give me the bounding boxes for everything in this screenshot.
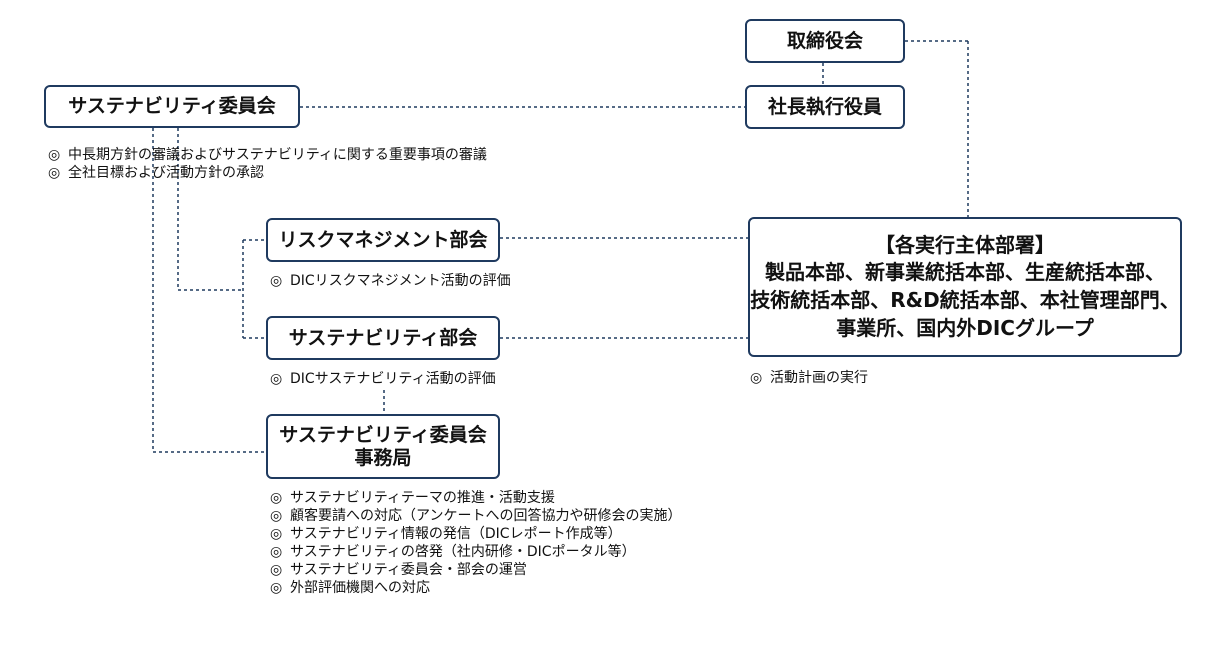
executing-departments-title: 【各実行主体部署】 <box>875 232 1055 257</box>
bullet-mark: ◎ <box>48 147 61 163</box>
executing-departments-line2: 技術統括本部、R&D統括本部、本社管理部門、 <box>750 288 1180 312</box>
note-item: ◎ 活動計画の実行 <box>750 369 868 387</box>
bullet-mark: ◎ <box>270 526 283 542</box>
bullet-mark: ◎ <box>270 580 283 596</box>
note-item: ◎ サステナビリティ情報の発信（DICレポート作成等） <box>270 525 681 543</box>
note-item: ◎ 全社目標および活動方針の承認 <box>48 164 487 182</box>
committee-notes: ◎ 中長期方針の審議およびサステナビリティに関する重要事項の審議 ◎ 全社目標および… <box>48 146 487 182</box>
bullet-mark: ◎ <box>270 273 283 289</box>
risk-management-subcommittee-label: リスクマネジメント部会 <box>278 228 488 251</box>
sustainability-committee-label: サステナビリティ委員会 <box>68 95 276 118</box>
risk-notes: ◎ DICリスクマネジメント活動の評価 <box>270 272 511 290</box>
president-box: 社長執行役員 <box>745 85 905 129</box>
note-text: 活動計画の実行 <box>770 370 868 386</box>
bullet-mark: ◎ <box>270 371 283 387</box>
bullet-mark: ◎ <box>270 544 283 560</box>
sustainability-committee-box: サステナビリティ委員会 <box>44 85 300 128</box>
note-item: ◎ 顧客要請への対応（アンケートへの回答協力や研修会の実施） <box>270 507 681 525</box>
bullet-mark: ◎ <box>270 562 283 578</box>
board-box: 取締役会 <box>745 19 905 63</box>
note-text: 全社目標および活動方針の承認 <box>68 165 264 181</box>
executing-departments-box: 【各実行主体部署】 製品本部、新事業統括本部、生産統括本部、 技術統括本部、R&… <box>748 217 1182 357</box>
sustainability-notes: ◎ DICサステナビリティ活動の評価 <box>270 370 496 388</box>
bullet-mark: ◎ <box>48 165 61 181</box>
note-item: ◎ サステナビリティの啓発（社内研修・DICポータル等） <box>270 543 681 561</box>
note-item: ◎ 中長期方針の審議およびサステナビリティに関する重要事項の審議 <box>48 146 487 164</box>
sustainability-subcommittee-label: サステナビリティ部会 <box>288 326 478 349</box>
note-item: ◎ サステナビリティテーマの推進・活動支援 <box>270 489 681 507</box>
note-text: サステナビリティ委員会・部会の運営 <box>290 562 527 578</box>
note-text: DICリスクマネジメント活動の評価 <box>290 273 511 289</box>
sustainability-subcommittee-box: サステナビリティ部会 <box>266 316 500 360</box>
note-text: DICサステナビリティ活動の評価 <box>290 371 496 387</box>
executing-departments-line1: 製品本部、新事業統括本部、生産統括本部、 <box>765 260 1165 285</box>
risk-management-subcommittee-box: リスクマネジメント部会 <box>266 218 500 262</box>
secretariat-notes: ◎ サステナビリティテーマの推進・活動支援 ◎ 顧客要請への対応（アンケートへの回答… <box>270 489 681 597</box>
note-text: サステナビリティの啓発（社内研修・DICポータル等） <box>290 544 636 560</box>
note-text: サステナビリティ情報の発信（DICレポート作成等） <box>290 526 622 542</box>
note-text: サステナビリティテーマの推進・活動支援 <box>290 490 555 506</box>
board-label: 取締役会 <box>786 29 863 52</box>
bullet-mark: ◎ <box>270 490 283 506</box>
secretariat-box: サステナビリティ委員会 事務局 <box>266 414 500 479</box>
note-item: ◎ 外部評価機関への対応 <box>270 579 681 597</box>
secretariat-label-line2: 事務局 <box>354 446 412 469</box>
president-label: 社長執行役員 <box>767 95 882 118</box>
executing-departments-line3: 事業所、国内外DICグループ <box>836 315 1094 340</box>
note-text: 顧客要請への対応（アンケートへの回答協力や研修会の実施） <box>290 508 682 524</box>
bullet-mark: ◎ <box>750 370 763 386</box>
note-item: ◎ サステナビリティ委員会・部会の運営 <box>270 561 681 579</box>
note-text: 中長期方針の審議およびサステナビリティに関する重要事項の審議 <box>68 147 487 163</box>
note-item: ◎ DICリスクマネジメント活動の評価 <box>270 272 511 290</box>
departments-notes: ◎ 活動計画の実行 <box>750 369 868 387</box>
secretariat-label-line1: サステナビリティ委員会 <box>279 423 487 446</box>
note-item: ◎ DICサステナビリティ活動の評価 <box>270 370 496 388</box>
bullet-mark: ◎ <box>270 508 283 524</box>
note-text: 外部評価機関への対応 <box>290 580 430 596</box>
